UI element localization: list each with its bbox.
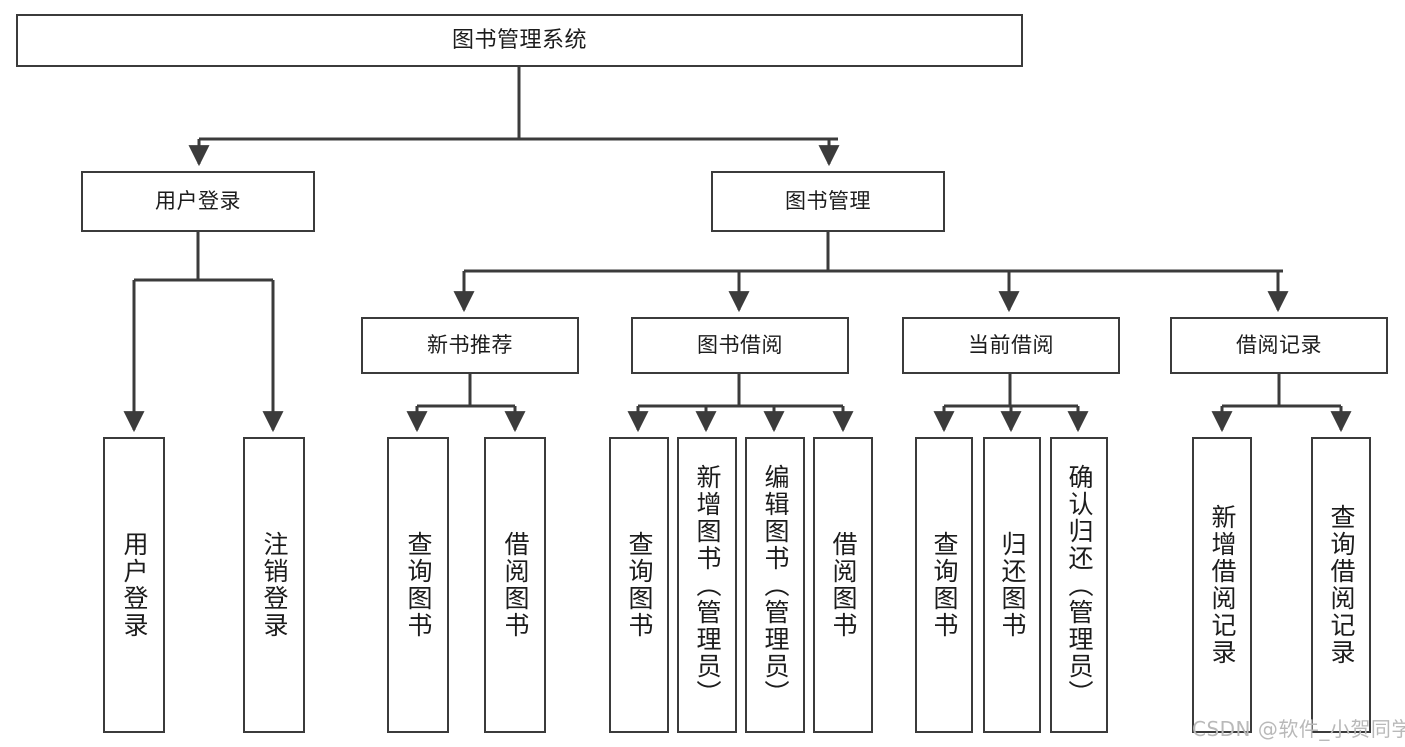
leaf-query-book-2-label: 查询图书 xyxy=(625,531,654,639)
leaf-query-record-label: 查询借阅记录 xyxy=(1327,504,1356,666)
node-new-book-recommend[interactable]: 新书推荐 xyxy=(361,317,579,374)
node-user-login[interactable]: 用户登录 xyxy=(81,171,315,232)
leaf-confirm-return-label: 确认归还（管理员） xyxy=(1065,463,1094,707)
leaf-add-record-label: 新增借阅记录 xyxy=(1208,504,1237,666)
leaf-borrow-book-2[interactable]: 借阅图书 xyxy=(813,437,873,733)
leaf-query-record[interactable]: 查询借阅记录 xyxy=(1311,437,1371,733)
leaf-add-record[interactable]: 新增借阅记录 xyxy=(1192,437,1252,733)
node-borrow-record[interactable]: 借阅记录 xyxy=(1170,317,1388,374)
leaf-query-book-2[interactable]: 查询图书 xyxy=(609,437,669,733)
leaf-logout[interactable]: 注销登录 xyxy=(243,437,305,733)
leaf-user-login[interactable]: 用户登录 xyxy=(103,437,165,733)
node-current-borrow-label: 当前借阅 xyxy=(968,333,1054,358)
leaf-borrow-book-2-label: 借阅图书 xyxy=(829,531,858,639)
node-user-login-label: 用户登录 xyxy=(155,189,241,214)
leaf-borrow-book-1-label: 借阅图书 xyxy=(501,531,530,639)
leaf-borrow-book-1[interactable]: 借阅图书 xyxy=(484,437,546,733)
node-root[interactable]: 图书管理系统 xyxy=(16,14,1023,67)
csdn-watermark: CSDN @软件_小贺同学 xyxy=(1192,717,1405,741)
leaf-logout-label: 注销登录 xyxy=(260,531,289,639)
leaf-user-login-label: 用户登录 xyxy=(120,531,149,639)
node-book-manage-label: 图书管理 xyxy=(785,189,871,214)
node-borrow-record-label: 借阅记录 xyxy=(1236,333,1322,358)
leaf-add-book[interactable]: 新增图书（管理员） xyxy=(677,437,737,733)
leaf-query-book-3[interactable]: 查询图书 xyxy=(915,437,973,733)
node-new-book-recommend-label: 新书推荐 xyxy=(427,333,513,358)
leaf-edit-book[interactable]: 编辑图书（管理员） xyxy=(745,437,805,733)
leaf-query-book-1-label: 查询图书 xyxy=(404,531,433,639)
node-current-borrow[interactable]: 当前借阅 xyxy=(902,317,1120,374)
leaf-query-book-1[interactable]: 查询图书 xyxy=(387,437,449,733)
node-root-label: 图书管理系统 xyxy=(451,27,587,53)
leaf-return-book[interactable]: 归还图书 xyxy=(983,437,1041,733)
leaf-edit-book-label: 编辑图书（管理员） xyxy=(761,463,790,707)
node-book-manage[interactable]: 图书管理 xyxy=(711,171,945,232)
leaf-return-book-label: 归还图书 xyxy=(998,531,1027,639)
node-book-borrow[interactable]: 图书借阅 xyxy=(631,317,849,374)
leaf-add-book-label: 新增图书（管理员） xyxy=(693,463,722,707)
leaf-query-book-3-label: 查询图书 xyxy=(930,531,959,639)
node-book-borrow-label: 图书借阅 xyxy=(697,333,783,358)
leaf-confirm-return[interactable]: 确认归还（管理员） xyxy=(1050,437,1108,733)
